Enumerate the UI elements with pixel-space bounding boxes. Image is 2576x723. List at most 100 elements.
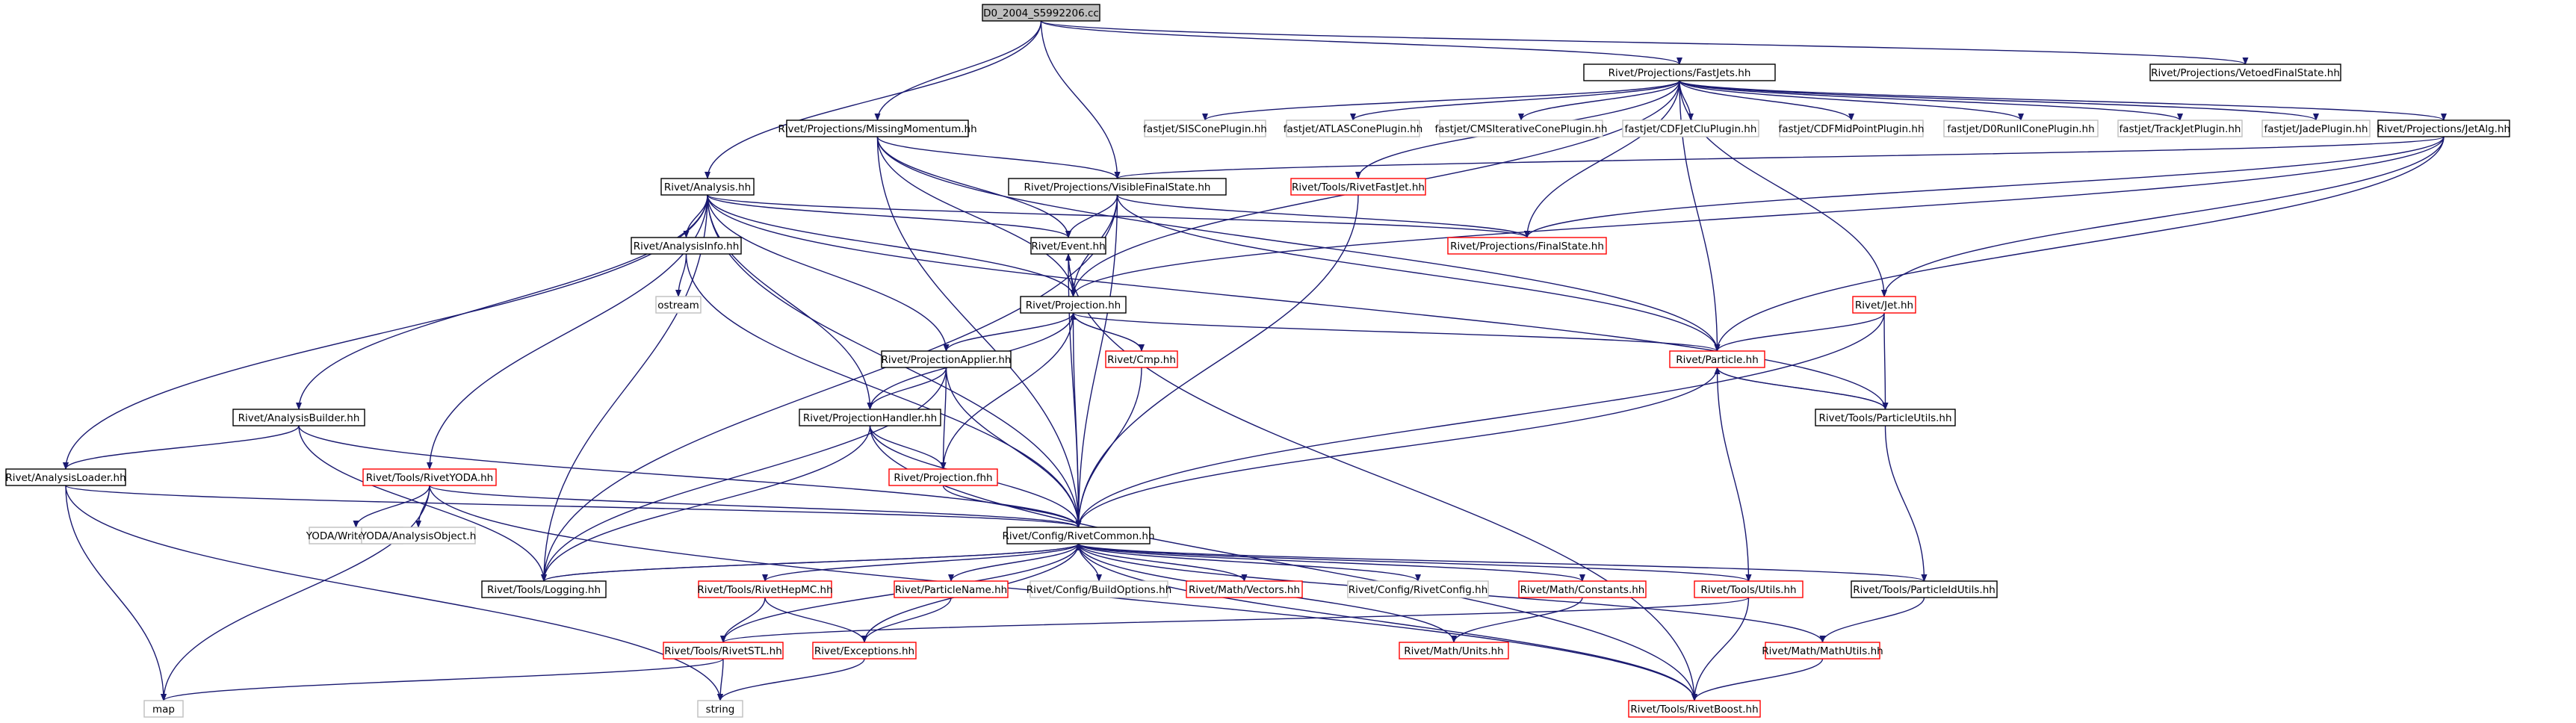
node-utils-box [1694,580,1803,598]
node-vectors-box [1186,580,1303,598]
node-jet[interactable]: Rivet/Jet.hh [1852,296,1916,314]
node-projhandler[interactable]: Rivet/ProjectionHandler.hh [799,409,941,426]
node-boost[interactable]: Rivet/Tools/RivetBoost.hh [1628,700,1761,718]
edge-projapplier-to-projhandler [867,367,947,410]
node-projhandler-label: Rivet/ProjectionHandler.hh [803,412,937,424]
node-cmp-label: Rivet/Cmp.hh [1107,354,1176,366]
node-particlename[interactable]: Rivet/ParticleName.hh [894,580,1009,598]
edge-rivetyoda-to-analysisobject [415,485,430,528]
edge-analysisinfo-to-rivetcommon [685,253,1082,528]
node-analysisobject[interactable]: YODA/AnalysisObject.h [360,527,477,544]
node-map[interactable]: map [143,700,184,718]
node-constants[interactable]: Rivet/Math/Constants.hh [1518,580,1647,598]
edge-missing-to-rivetcommon [876,136,1082,528]
node-jade-label: fastjet/JadePlugin.hh [2264,123,2368,135]
node-vetoed-label: Rivet/Projections/VetoedFinalState.hh [2151,67,2340,79]
node-string-label: string [706,704,735,716]
edge-rivetyoda-to-rivetcommon [429,485,1082,528]
edge-fastjets-to-finalstate [1524,80,1680,238]
node-analysisobject-label: YODA/AnalysisObject.h [360,530,477,542]
node-finalstate-box [1447,237,1607,255]
node-root[interactable]: D0_2004_S5992206.cc [982,4,1100,22]
node-rivetconfig-label: Rivet/Config/RivetConfig.hh [1349,584,1488,596]
edge-analysis-to-analysisbuilder [296,194,708,410]
node-jetalg[interactable]: Rivet/Projections/JetAlg.hh [2377,120,2510,137]
node-rivetyoda[interactable]: Rivet/Tools/RivetYODA.hh [362,468,497,486]
node-logging[interactable]: Rivet/Tools/Logging.hh [481,580,607,598]
node-visible[interactable]: Rivet/Projections/VisibleFinalState.hh [1008,178,1227,196]
edge-particleutils-to-particleidutils [1884,425,1928,582]
node-mathutils[interactable]: Rivet/Math/MathUtils.hh [1762,642,1883,660]
node-particle[interactable]: Rivet/Particle.hh [1669,350,1765,368]
edge-analysisbuilder-to-analysisloader [63,425,300,470]
edge-visible-to-particle [1116,194,1721,352]
node-vetoed[interactable]: Rivet/Projections/VetoedFinalState.hh [2149,63,2341,81]
node-analysisloader-label: Rivet/AnalysisLoader.hh [5,472,126,484]
edge-rivetyoda-to-writeryoda [353,485,430,528]
edge-rivetstl-to-map [161,658,724,701]
node-cmscone-box [1439,120,1603,137]
node-cmscone-label: fastjet/CMSIterativeConePlugin.hh [1435,123,1608,135]
node-trackjet-label: fastjet/TrackJetPlugin.hh [2120,123,2241,135]
node-vectors[interactable]: Rivet/Math/Vectors.hh [1186,580,1303,598]
node-projection[interactable]: Rivet/Projection.hh [1020,296,1127,314]
edge-analysisbuilder-to-rivetcommon [298,425,1082,528]
node-hepmc[interactable]: Rivet/Tools/RivetHepMC.hh [697,580,833,598]
node-missing-label: Rivet/Projections/MissingMomentum.hh [778,123,976,135]
node-analysisbuilder[interactable]: Rivet/AnalysisBuilder.hh [232,409,365,426]
node-trackjet[interactable]: fastjet/TrackJetPlugin.hh [2117,120,2243,137]
edge-projection-to-event [1065,253,1074,297]
node-constants-box [1518,580,1647,598]
node-finalstate[interactable]: Rivet/Projections/FinalState.hh [1447,237,1607,255]
node-string[interactable]: string [697,700,743,718]
node-projapplier[interactable]: Rivet/ProjectionApplier.hh [881,350,1012,368]
edge-fastjets-to-atlascone [1350,80,1680,121]
edge-fastjets-to-trackjet [1679,80,2183,121]
node-analysis[interactable]: Rivet/Analysis.hh [660,178,755,196]
edge-particle-to-rivetcommon [1075,367,1718,528]
node-rivetcommon[interactable]: Rivet/Config/RivetCommon.hh [1002,527,1155,544]
node-rivetconfig[interactable]: Rivet/Config/RivetConfig.hh [1347,580,1489,598]
node-jetalg-box [2377,120,2510,137]
node-vetoed-box [2149,63,2341,81]
node-particleidutils[interactable]: Rivet/Tools/ParticleIdUtils.hh [1851,580,1998,598]
node-fastjets-label: Rivet/Projections/FastJets.hh [1609,67,1751,79]
node-utils[interactable]: Rivet/Tools/Utils.hh [1694,580,1803,598]
node-projhandler-box [799,409,941,426]
node-event[interactable]: Rivet/Event.hh [1030,237,1106,255]
node-analysisinfo[interactable]: Rivet/AnalysisInfo.hh [631,237,742,255]
node-cdfjetclu[interactable]: fastjet/CDFJetCluPlugin.hh [1622,120,1759,137]
node-jade[interactable]: fastjet/JadePlugin.hh [2261,120,2371,137]
node-jade-box [2261,120,2371,137]
node-jetalg-label: Rivet/Projections/JetAlg.hh [2377,123,2510,135]
node-ostream[interactable]: ostream [655,296,702,314]
node-rivetstl[interactable]: Rivet/Tools/RivetSTL.hh [663,642,784,660]
node-d0run[interactable]: fastjet/D0RunIIConePlugin.hh [1943,120,2099,137]
node-projapplier-label: Rivet/ProjectionApplier.hh [882,354,1012,366]
node-root-box [982,4,1100,22]
node-cmscone[interactable]: fastjet/CMSIterativeConePlugin.hh [1435,120,1608,137]
edge-missing-to-projection [876,136,1077,297]
node-projfhh[interactable]: Rivet/Projection.fhh [888,468,998,486]
edge-fastjets-to-jade [1679,80,2319,121]
node-fastjets[interactable]: Rivet/Projections/FastJets.hh [1583,63,1776,81]
edge-particleidutils-to-mathutils [1819,597,1925,643]
edge-rivetcommon-to-hepmc [762,543,1080,582]
node-missing[interactable]: Rivet/Projections/MissingMomentum.hh [778,120,977,137]
node-exceptions[interactable]: Rivet/Exceptions.hh [812,642,917,660]
node-analysisloader[interactable]: Rivet/AnalysisLoader.hh [5,468,126,486]
node-event-label: Rivet/Event.hh [1031,241,1105,252]
node-units[interactable]: Rivet/Math/Units.hh [1399,642,1509,660]
node-analysisinfo-box [631,237,742,255]
node-siscone[interactable]: fastjet/SISConePlugin.hh [1143,120,1267,137]
node-fastjet[interactable]: Rivet/Tools/RivetFastJet.hh [1290,178,1426,196]
edge-visible-to-logging [541,194,1118,582]
node-particleutils[interactable]: Rivet/Tools/ParticleUtils.hh [1815,409,1956,426]
node-cdfmid[interactable]: fastjet/CDFMidPointPlugin.hh [1778,120,1925,137]
edge-fastjets-to-cmscone [1518,80,1680,121]
node-cmp[interactable]: Rivet/Cmp.hh [1105,350,1178,368]
node-buildoptions[interactable]: Rivet/Config/BuildOptions.hh [1027,580,1172,598]
node-atlascone[interactable]: fastjet/ATLASConePlugin.hh [1284,120,1423,137]
node-projfhh-label: Rivet/Projection.fhh [894,472,992,484]
